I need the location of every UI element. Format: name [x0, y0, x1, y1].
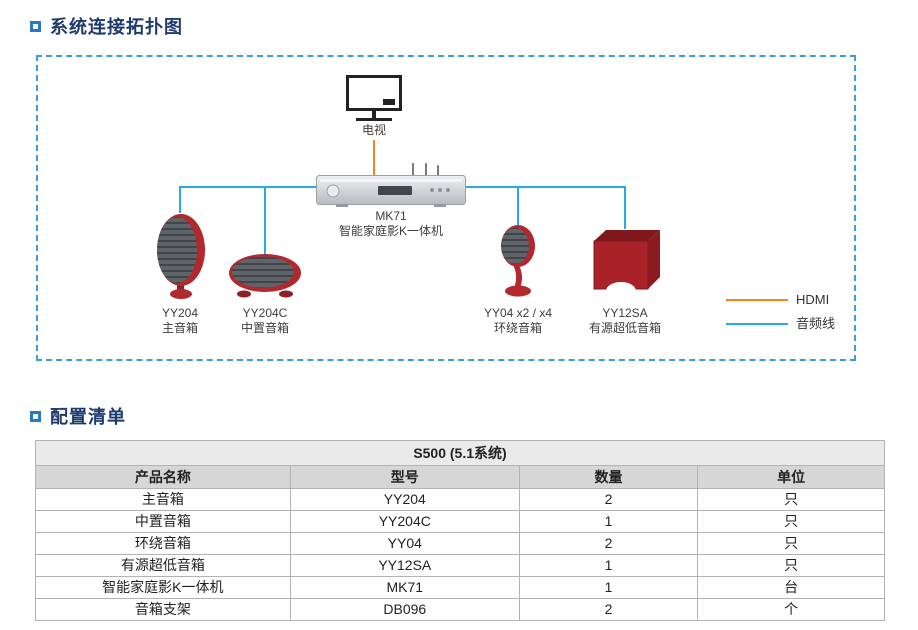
audio-line-left-horizontal [179, 186, 317, 188]
quantity-cell: 1 [518, 510, 699, 533]
center-speaker-name: 中置音箱 [240, 321, 289, 335]
quantity-cell: 2 [518, 488, 699, 511]
center-speaker-label: YY204C 中置音箱 [195, 306, 335, 336]
receiver-name: 智能家庭影K一体机 [338, 224, 443, 238]
header-unit: 单位 [697, 465, 885, 489]
unit-cell: 只 [697, 554, 885, 577]
subwoofer-label: YY12SA 有源超低音箱 [555, 306, 695, 336]
yy12sa-subwoofer-icon [593, 230, 660, 299]
unit-cell: 只 [697, 532, 885, 555]
table-title: S500 (5.1系统) [35, 440, 885, 466]
config-section-heading: 配置清单 [30, 403, 126, 429]
tv-label: 电视 [304, 123, 444, 138]
yy204-main-speaker-icon [157, 214, 205, 299]
tv-icon [344, 73, 404, 123]
yy04-surround-speaker-icon [501, 225, 535, 297]
audio-line-to-center-speaker [264, 186, 266, 254]
config-title: 配置清单 [50, 407, 126, 427]
header-model: 型号 [289, 465, 520, 489]
mk71-receiver-icon [316, 163, 466, 207]
hdmi-connection-line [373, 140, 375, 176]
audio-legend-label: 音频线 [796, 316, 836, 331]
model-cell: YY12SA [289, 554, 520, 577]
product-name-cell: 音箱支架 [35, 598, 291, 621]
product-name-cell: 中置音箱 [35, 510, 291, 533]
table-row: 有源超低音箱 YY12SA 1 只 [35, 554, 885, 577]
table-header-row: 产品名称 型号 数量 单位 [35, 465, 885, 489]
blue-square-bullet-icon [30, 20, 41, 32]
model-cell: YY204C [289, 510, 520, 533]
audio-line-to-main-speaker [179, 186, 181, 213]
hdmi-legend-label: HDMI [796, 292, 830, 307]
product-name-cell: 有源超低音箱 [35, 554, 291, 577]
audio-line-to-surround-speaker [517, 186, 519, 225]
topology-diagram-box: 电视 [36, 55, 856, 361]
unit-cell: 只 [697, 510, 885, 533]
table-row: 环绕音箱 YY04 2 只 [35, 532, 885, 555]
unit-cell: 台 [697, 576, 885, 599]
topology-title: 系统连接拓扑图 [50, 17, 183, 37]
main-speaker-label: YY204 主音箱 [110, 306, 250, 336]
hdmi-legend-line-icon [726, 299, 788, 301]
subwoofer-model: YY12SA [602, 306, 648, 320]
product-name-cell: 环绕音箱 [35, 532, 291, 555]
receiver-model: MK71 [375, 209, 407, 223]
audio-legend-line-icon [726, 323, 788, 325]
quantity-cell: 1 [518, 576, 699, 599]
audio-line-to-subwoofer [624, 186, 626, 229]
surround-speaker-model: YY04 x2 / x4 [483, 306, 553, 320]
unit-cell: 个 [697, 598, 885, 621]
tv-stand-neck [372, 111, 376, 118]
quantity-cell: 2 [518, 532, 699, 555]
model-cell: MK71 [289, 576, 520, 599]
surround-speaker-label: YY04 x2 / x4 环绕音箱 [448, 306, 588, 336]
header-product-name: 产品名称 [35, 465, 291, 489]
quantity-cell: 1 [518, 554, 699, 577]
tv-label-text: 电视 [361, 123, 386, 137]
topology-section-heading: 系统连接拓扑图 [30, 13, 183, 39]
tv-screen [346, 75, 402, 111]
model-cell: YY04 [289, 532, 520, 555]
table-row: 主音箱 YY204 2 只 [35, 488, 885, 511]
table-row: 智能家庭影K一体机 MK71 1 台 [35, 576, 885, 599]
blue-square-bullet-icon [30, 410, 41, 422]
config-table: S500 (5.1系统) 产品名称 型号 数量 单位 主音箱 YY204 2 只… [35, 440, 885, 621]
unit-cell: 只 [697, 488, 885, 511]
audio-line-right-horizontal [466, 186, 626, 188]
center-speaker-model: YY204C [242, 306, 288, 320]
header-quantity: 数量 [518, 465, 699, 489]
main-speaker-model: YY204 [161, 306, 199, 320]
table-row: 音箱支架 DB096 2 个 [35, 598, 885, 621]
table-title-row: S500 (5.1系统) [35, 440, 885, 466]
tv-stand-base [356, 118, 392, 121]
subwoofer-name: 有源超低音箱 [588, 321, 661, 335]
product-name-cell: 主音箱 [35, 488, 291, 511]
yy204c-center-speaker-icon [229, 254, 301, 298]
surround-speaker-name: 环绕音箱 [493, 321, 542, 335]
quantity-cell: 2 [518, 598, 699, 621]
receiver-label: MK71 智能家庭影K一体机 [321, 209, 461, 239]
table-row: 中置音箱 YY204C 1 只 [35, 510, 885, 533]
tv-screen-detail [383, 99, 395, 105]
model-cell: DB096 [289, 598, 520, 621]
main-speaker-name: 主音箱 [161, 321, 198, 335]
model-cell: YY204 [289, 488, 520, 511]
product-name-cell: 智能家庭影K一体机 [35, 576, 291, 599]
